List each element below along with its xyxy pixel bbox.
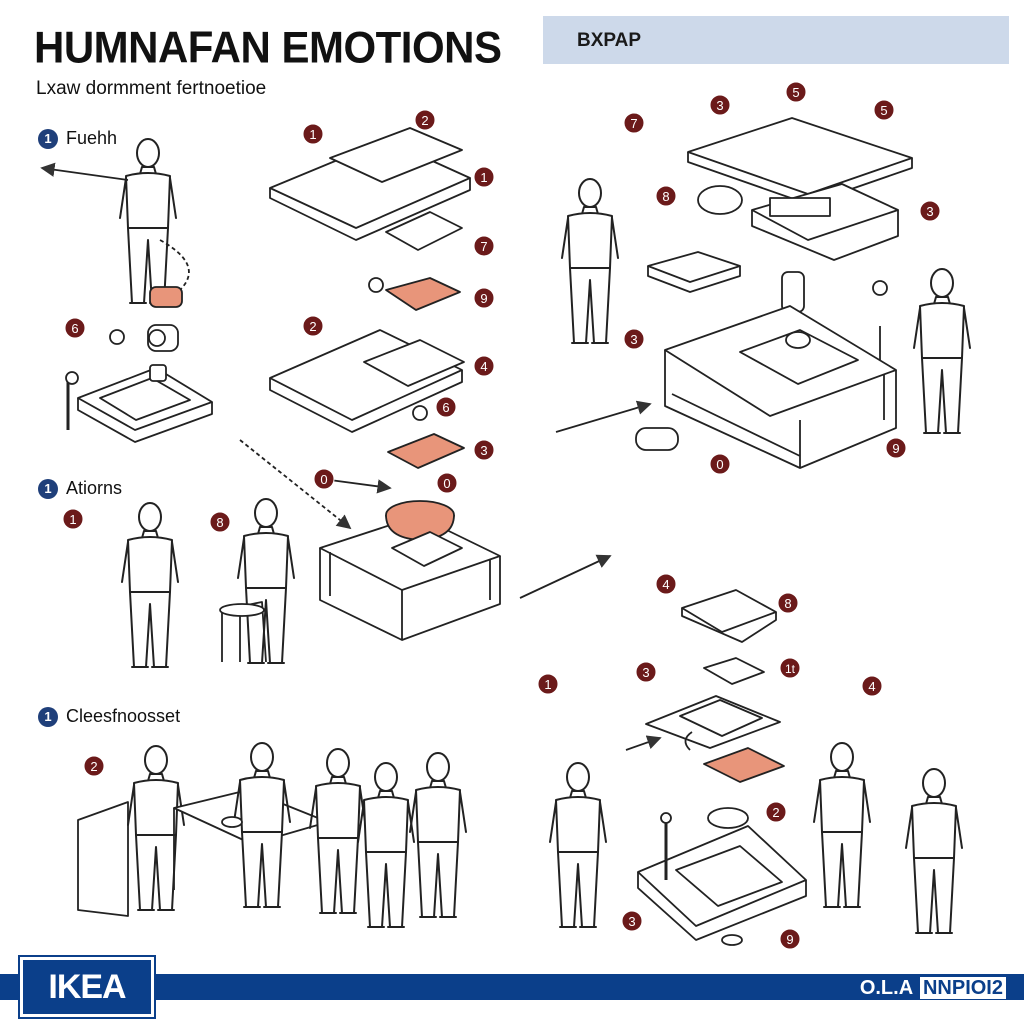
- callout-badge: 6: [64, 317, 86, 339]
- page-subtitle: Lxaw dormment fertnoetioe: [36, 78, 267, 99]
- logo-text: IKEA: [48, 967, 126, 1006]
- product-code: O.L.A NNPIOI2: [860, 977, 1008, 1000]
- svg-text:2: 2: [309, 319, 316, 334]
- callout-badge: 7: [473, 235, 495, 257]
- callout-badge: 5: [785, 81, 807, 103]
- svg-text:8: 8: [784, 596, 791, 611]
- section-heading: 1 Fuehh: [38, 128, 117, 149]
- callout-badge: 2: [302, 315, 324, 337]
- callout-badge: 3: [635, 661, 657, 683]
- ikea-logo: IKEA: [18, 955, 156, 1019]
- code-prefix: O.L.A: [859, 977, 913, 999]
- svg-text:2: 2: [90, 759, 97, 774]
- callout-badge: 0: [313, 468, 335, 490]
- callout-badge: 6: [435, 396, 457, 418]
- assembly-illustration: 1 2 1 7 9 6 2 4 6 3 0 0 1 8 5 7 3 5 3 8 …: [40, 81, 971, 950]
- section-label: Fuehh: [66, 128, 118, 148]
- svg-text:7: 7: [480, 239, 487, 254]
- svg-text:9: 9: [480, 291, 487, 306]
- svg-text:1: 1: [544, 677, 551, 692]
- svg-text:4: 4: [662, 577, 669, 592]
- callout-badge: 2: [83, 755, 105, 777]
- callout-badge: 3: [473, 439, 495, 461]
- callout-badge: 2: [414, 109, 436, 131]
- svg-text:1: 1: [309, 127, 316, 142]
- section-number-badge: 1: [38, 706, 58, 727]
- callout-badge: 8: [777, 592, 799, 614]
- callout-badges: 1 2 1 7 9 6 2 4 6 3 0 0 1 8 5 7 3 5 3 8 …: [62, 81, 941, 950]
- svg-text:3: 3: [480, 443, 487, 458]
- svg-text:0: 0: [443, 476, 450, 491]
- section-heading: 1 Atiorns: [38, 478, 122, 499]
- banner-label: BXPAP: [577, 30, 642, 51]
- svg-text:1: 1: [480, 170, 487, 185]
- callout-badge: 7: [623, 112, 645, 134]
- callout-badge: 8: [209, 511, 231, 533]
- section-label: Cleesfnoosset: [66, 706, 181, 726]
- callout-badge: 3: [709, 94, 731, 116]
- svg-text:8: 8: [662, 189, 669, 204]
- svg-text:6: 6: [71, 321, 78, 336]
- section-label: Atiorns: [66, 478, 123, 498]
- callout-badge: 1: [302, 123, 324, 145]
- svg-text:3: 3: [630, 332, 637, 347]
- svg-text:9: 9: [786, 932, 793, 947]
- callout-badge: 1: [62, 508, 84, 530]
- svg-text:0: 0: [716, 457, 723, 472]
- callout-badge: 1t: [779, 657, 801, 679]
- section-heading: 1 Cleesfnoosset: [38, 706, 180, 727]
- code-suffix: NNPIOI2: [919, 977, 1006, 999]
- svg-text:6: 6: [442, 400, 449, 415]
- callout-badge: 9: [473, 287, 495, 309]
- svg-text:1: 1: [69, 512, 76, 527]
- callout-badge: 3: [623, 328, 645, 350]
- footer: IKEA O.L.A NNPIOI2: [0, 955, 1024, 1019]
- svg-text:9: 9: [892, 441, 899, 456]
- callout-badge: 4: [861, 675, 883, 697]
- svg-text:3: 3: [716, 98, 723, 113]
- callout-badge: 0: [436, 472, 458, 494]
- callout-badge: 4: [655, 573, 677, 595]
- section-number-badge: 1: [38, 128, 58, 149]
- callout-badge: 4: [473, 355, 495, 377]
- svg-text:3: 3: [628, 914, 635, 929]
- callout-badge: 3: [919, 200, 941, 222]
- svg-text:5: 5: [792, 85, 799, 100]
- svg-text:3: 3: [642, 665, 649, 680]
- callout-badge: 9: [779, 928, 801, 950]
- svg-text:4: 4: [480, 359, 487, 374]
- header-banner: BXPAP: [543, 16, 1009, 64]
- svg-text:3: 3: [926, 204, 933, 219]
- callout-badge: 5: [873, 99, 895, 121]
- page-title: HUMNAFAN EMOTIONS: [34, 22, 502, 73]
- svg-text:8: 8: [216, 515, 223, 530]
- callout-badge: 3: [621, 910, 643, 932]
- section-number-badge: 1: [38, 478, 58, 499]
- callout-badge: 2: [765, 801, 787, 823]
- svg-text:1t: 1t: [785, 662, 796, 676]
- svg-text:2: 2: [772, 805, 779, 820]
- footer-bar: [0, 974, 1024, 1000]
- svg-text:4: 4: [868, 679, 875, 694]
- svg-text:7: 7: [630, 116, 637, 131]
- callout-badge: 1: [537, 673, 559, 695]
- callout-badge: 0: [709, 453, 731, 475]
- svg-text:5: 5: [880, 103, 887, 118]
- callout-badge: 1: [473, 166, 495, 188]
- callout-badge: 9: [885, 437, 907, 459]
- svg-text:0: 0: [320, 472, 327, 487]
- svg-text:2: 2: [421, 113, 428, 128]
- callout-badge: 8: [655, 185, 677, 207]
